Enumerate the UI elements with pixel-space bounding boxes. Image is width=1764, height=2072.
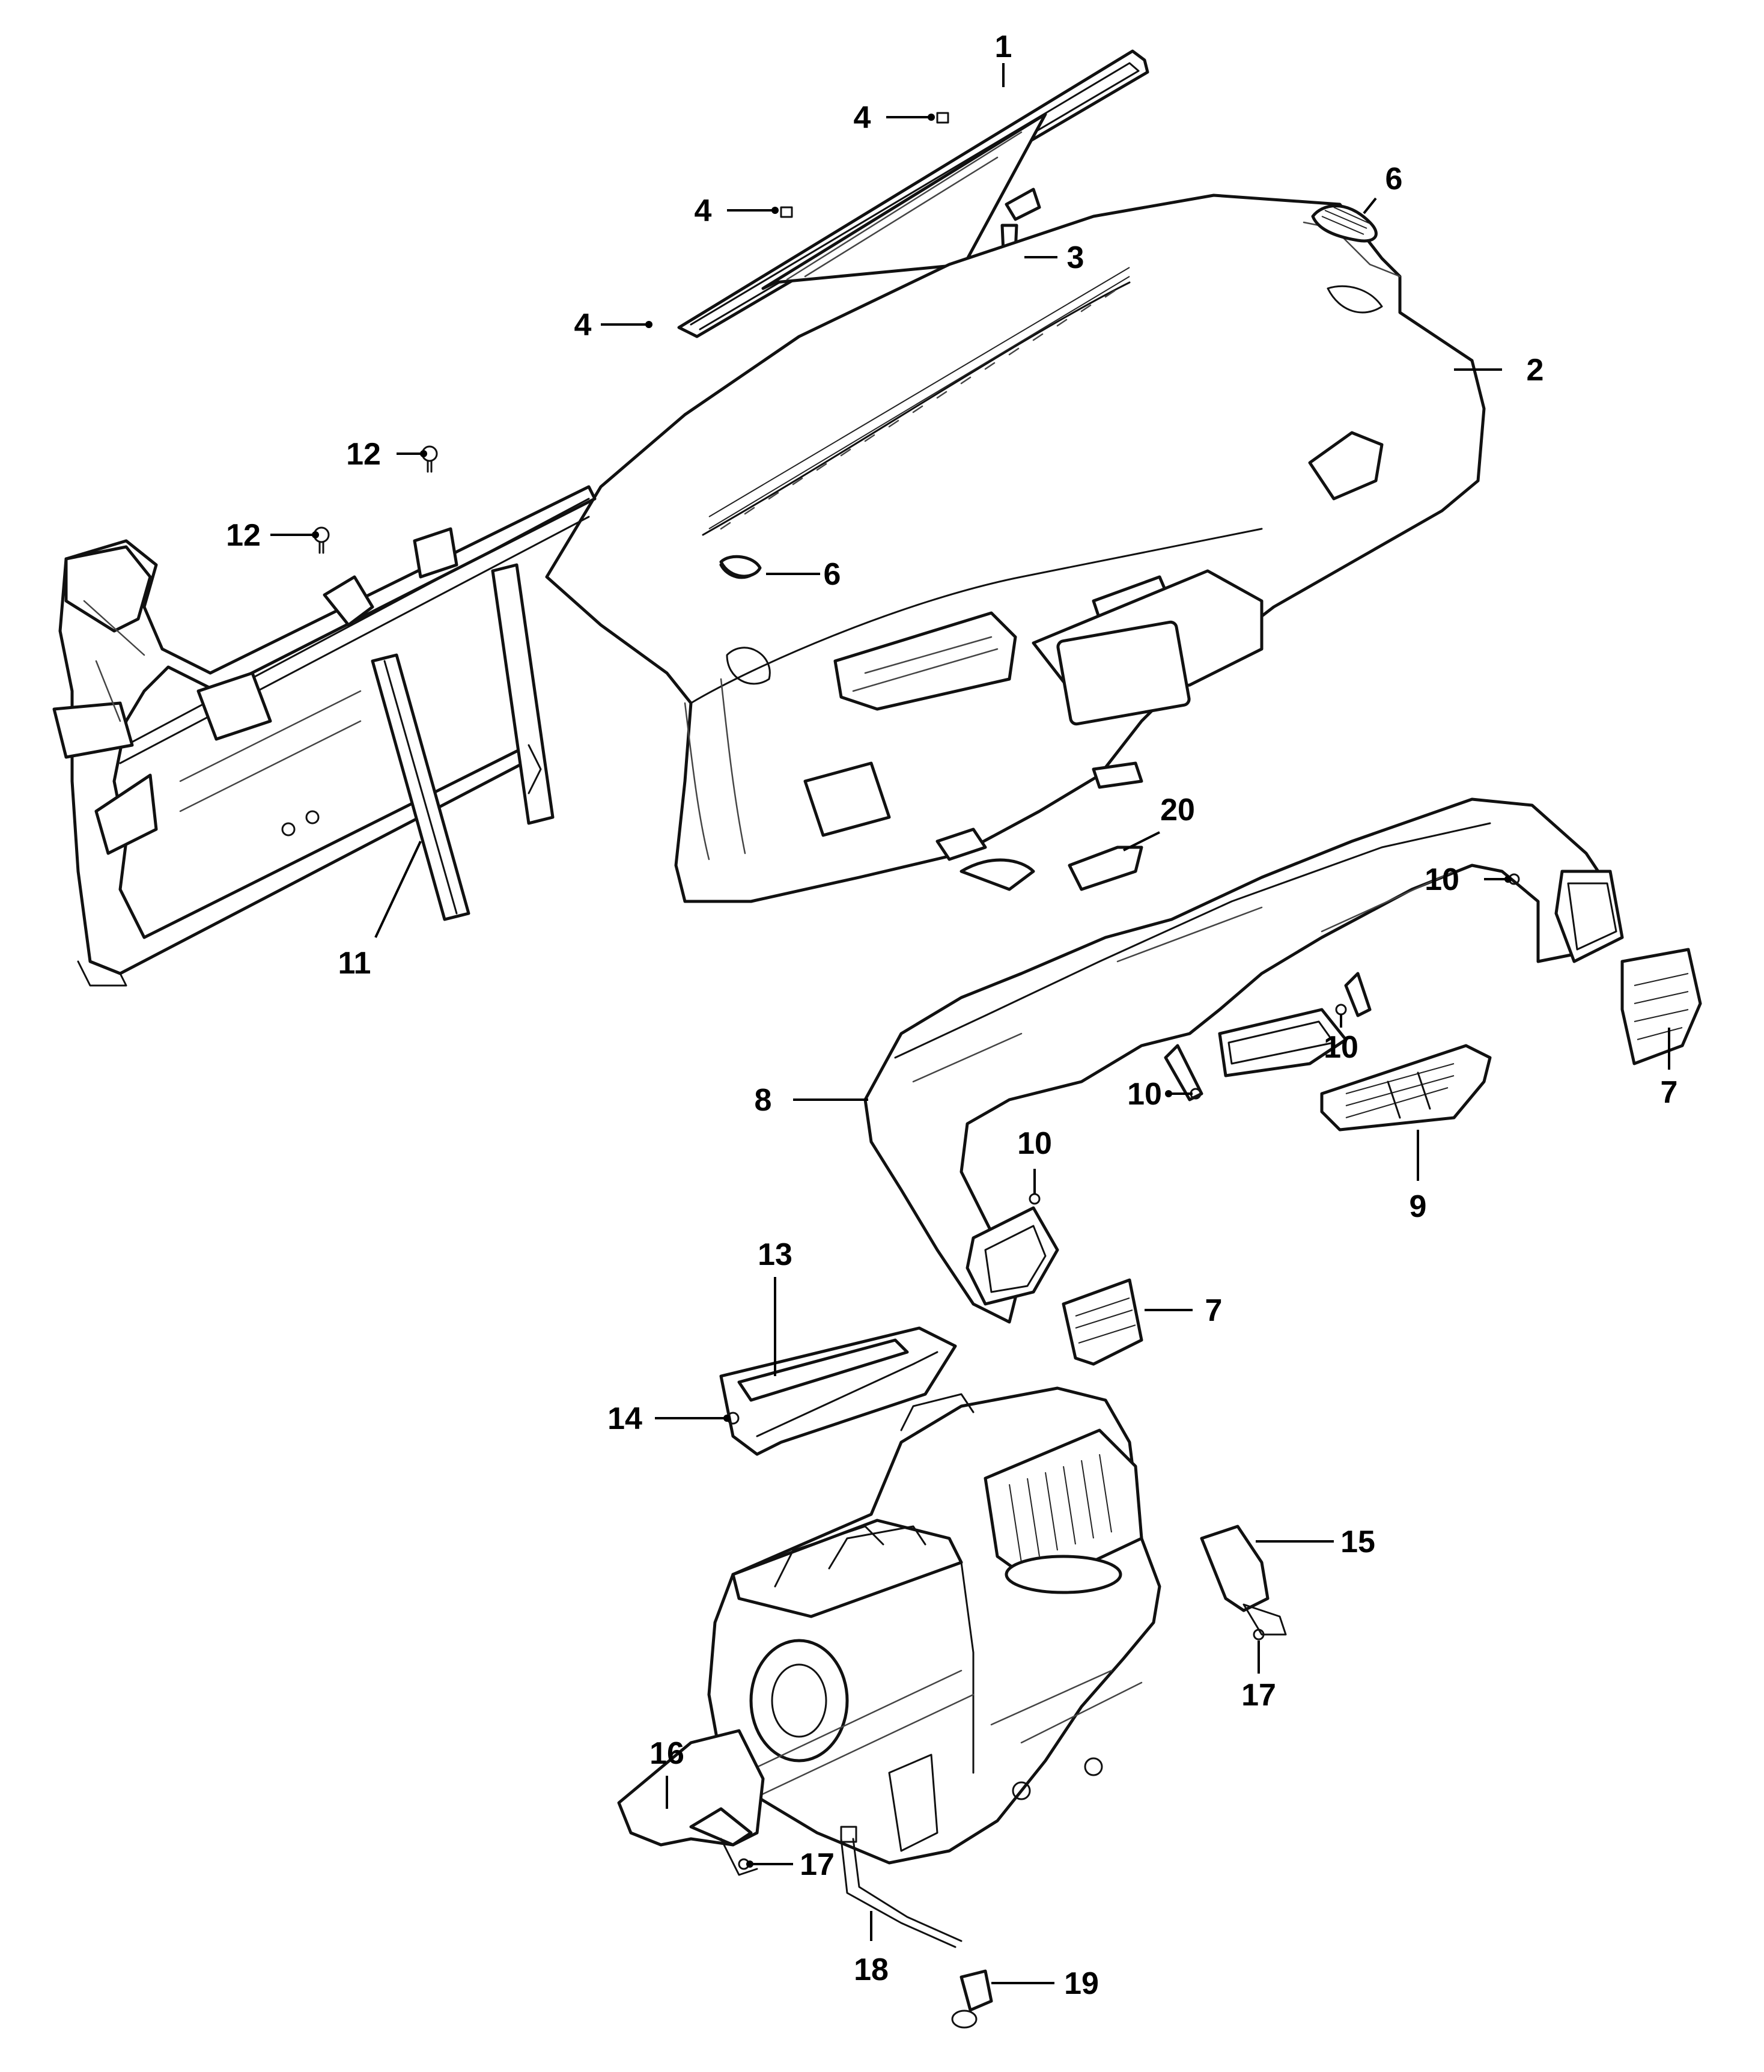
leader-lines (270, 63, 1670, 1984)
callout-labels: 1 2 3 4 4 4 6 6 7 7 8 9 10 10 10 10 11 1… (226, 29, 1677, 2001)
callout-9: 9 (1410, 1189, 1427, 1224)
clip-10-left (1029, 1193, 1041, 1205)
callout-10-left: 10 (1017, 1126, 1052, 1161)
callout-1: 1 (995, 29, 1012, 64)
clip-10-center (1335, 1004, 1347, 1016)
callout-20: 20 (1160, 793, 1195, 827)
side-vent-right (1311, 204, 1378, 243)
outer-vent-right (1620, 948, 1702, 1065)
callout-11: 11 (338, 946, 371, 981)
callout-6-right: 6 (1385, 162, 1403, 197)
callout-3: 3 (1067, 240, 1084, 275)
main-air-duct (863, 797, 1624, 1324)
callout-4-bottom: 4 (574, 308, 592, 343)
outer-vent-left (1062, 1278, 1143, 1366)
side-vent-left (719, 555, 762, 578)
callout-19: 19 (1064, 1966, 1099, 2001)
callout-17-left: 17 (800, 1847, 835, 1882)
clip-17-right (1253, 1629, 1265, 1641)
callout-12-lower: 12 (226, 518, 261, 553)
callout-4-top: 4 (854, 100, 871, 135)
callout-14: 14 (607, 1401, 642, 1436)
callout-12-upper: 12 (346, 437, 381, 472)
side-duct (617, 1729, 765, 1876)
callout-18: 18 (854, 1952, 889, 1987)
callout-17-right: 17 (1241, 1678, 1276, 1713)
drain-hose (840, 1826, 963, 1948)
callout-10-lower: 10 (1127, 1077, 1162, 1112)
callout-7-right: 7 (1661, 1075, 1678, 1110)
callout-7-left: 7 (1205, 1293, 1223, 1328)
trim-pad (1068, 846, 1143, 891)
callout-8: 8 (755, 1083, 772, 1118)
callout-4-middle: 4 (695, 193, 712, 228)
callout-2: 2 (1527, 353, 1544, 388)
callout-16: 16 (649, 1736, 684, 1771)
cross-car-beam (52, 485, 597, 987)
hvac-housing (707, 1386, 1161, 1865)
callout-15: 15 (1340, 1525, 1375, 1559)
center-vent (1320, 1044, 1492, 1132)
drain-fitting (951, 1969, 993, 2029)
callout-6-left: 6 (824, 557, 841, 592)
instrument-panel (545, 193, 1486, 903)
callout-10-center: 10 (1324, 1030, 1358, 1065)
callout-10-right: 10 (1425, 862, 1459, 897)
filter-cover (1200, 1525, 1287, 1636)
callout-13: 13 (758, 1237, 792, 1272)
floor-duct (719, 1326, 957, 1456)
defroster-duct (677, 49, 1149, 338)
